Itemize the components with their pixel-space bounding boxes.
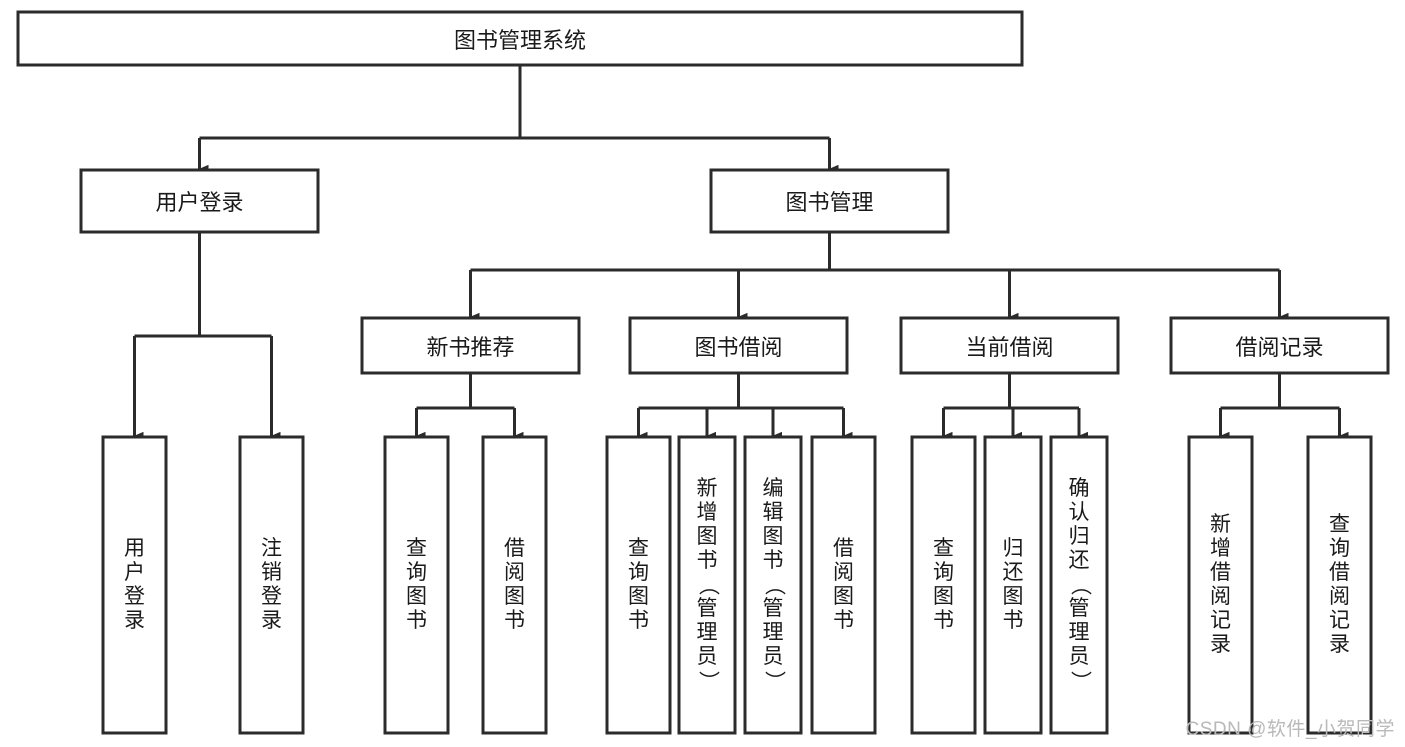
node-box-leaf-logout-login[interactable]: [238, 435, 305, 735]
node-box-leaf-borrow-book-1[interactable]: [481, 435, 548, 735]
node-box-leaf-return-book[interactable]: [983, 435, 1043, 735]
node-box-leaf-borrow-book-2[interactable]: [810, 435, 877, 735]
node-box-root[interactable]: [16, 10, 1024, 67]
node-box-layer: [16, 10, 1390, 735]
node-box-leaf-query-book-1[interactable]: [383, 435, 450, 735]
node-box-leaf-query-record[interactable]: [1306, 435, 1373, 735]
node-box-leaf-user-login[interactable]: [101, 435, 168, 735]
node-box-borrow-record[interactable]: [1169, 316, 1390, 375]
node-box-leaf-edit-book[interactable]: [743, 435, 803, 735]
node-box-user-login[interactable]: [79, 168, 320, 234]
node-box-new-book-recommend[interactable]: [360, 316, 581, 375]
node-box-leaf-query-book-3[interactable]: [910, 435, 977, 735]
node-box-leaf-add-record[interactable]: [1187, 435, 1254, 735]
node-box-book-manage[interactable]: [709, 168, 950, 234]
node-box-leaf-confirm-return[interactable]: [1049, 435, 1109, 735]
node-box-leaf-query-book-2[interactable]: [605, 435, 672, 735]
node-box-book-borrow[interactable]: [628, 316, 849, 375]
connector-layer: [133, 65, 1349, 441]
node-box-leaf-add-book[interactable]: [677, 435, 737, 735]
node-box-current-borrow[interactable]: [899, 316, 1120, 375]
